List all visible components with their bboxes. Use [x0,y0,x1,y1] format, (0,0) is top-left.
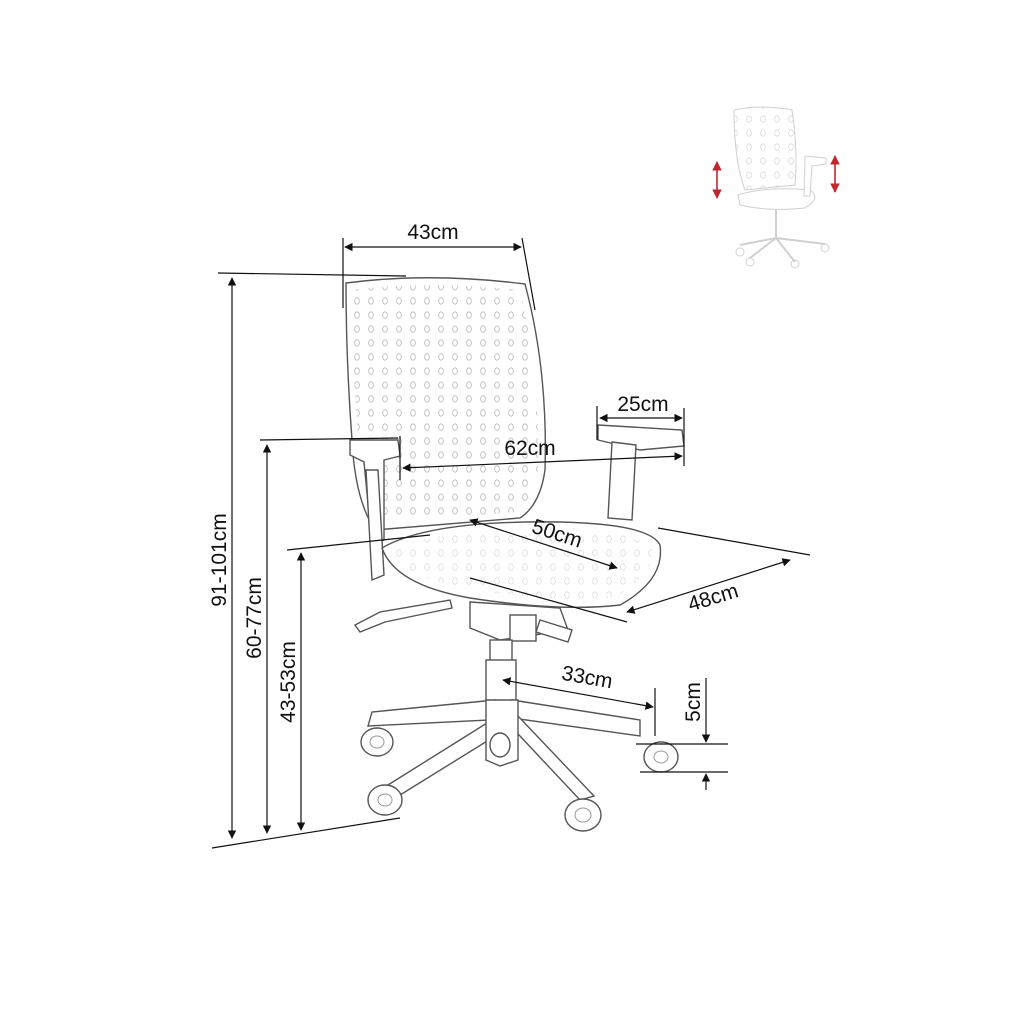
caster-front-left [367,784,403,816]
dimension-lines [211,237,811,849]
tilt-knob [535,619,573,643]
label-armrest-length: 25cm [617,393,668,416]
label-seat-width: 48cm [685,579,741,616]
chair-illustration [345,277,685,832]
label-base-radius: 33cm [560,662,615,694]
label-armrest-height: 60-77cm [243,577,266,659]
label-total-height: 91-101cm [208,513,231,606]
caster-left [360,727,394,757]
right-armrest-support [607,441,637,521]
caster-right [643,741,679,773]
height-adjust-arrows [712,155,840,199]
left-armrest-support [365,469,385,582]
label-caster-height: 5cm [682,682,705,722]
label-overall-width: 62cm [504,437,555,460]
seat-texture [390,529,653,599]
tilt-lever [353,599,453,633]
gas-lift-upper [509,614,537,642]
label-seat-height: 43-53cm [277,641,300,723]
caster-back [489,732,511,758]
caster-front-right [564,798,602,832]
right-armrest-pad [597,424,685,451]
label-back-width: 43cm [407,221,458,244]
adjustable-armrest-chair-icon [733,106,830,269]
base-leg-left [367,699,496,727]
